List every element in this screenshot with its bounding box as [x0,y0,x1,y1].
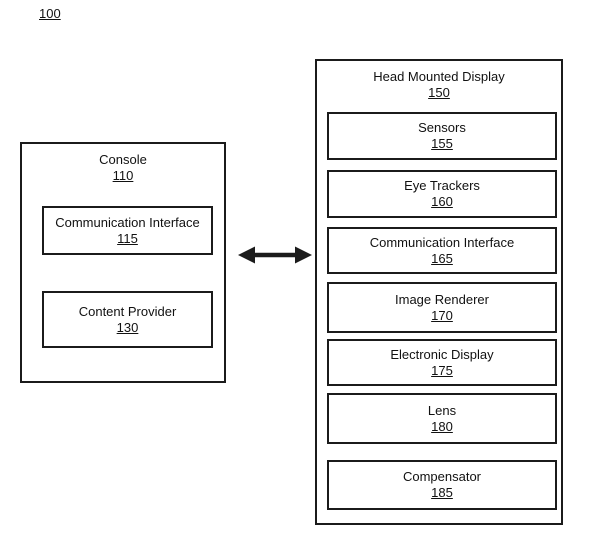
head-mounted-display-header: Head Mounted Display 150 [317,61,561,101]
console-ref: 110 [112,168,134,183]
head-mounted-display-ref: 150 [428,85,450,100]
head-mounted-display-title: Head Mounted Display [373,69,505,84]
eye-trackers-box: Eye Trackers 160 [327,170,557,218]
head-mounted-display-box: Head Mounted Display 150 Sensors 155 Eye… [315,59,563,525]
compensator-title: Compensator [402,469,482,484]
sensors-ref: 155 [431,136,453,151]
console-title: Console [99,152,147,167]
content-provider-130-title: Content Provider [78,303,177,319]
console-box: Console 110 Communication Interface 115 … [20,142,226,383]
communication-interface-165-box: Communication Interface 165 [327,227,557,274]
compensator-box: Compensator 185 [327,460,557,510]
content-provider-130-ref: 130 [116,319,139,335]
eye-trackers-ref: 160 [431,194,453,209]
eye-trackers-title: Eye Trackers [404,178,480,193]
sensors-title: Sensors [418,120,466,135]
lens-title: Lens [427,402,457,418]
electronic-display-box: Electronic Display 175 [327,339,557,386]
console-header: Console 110 [22,144,224,184]
figure-label: 100 [39,6,61,21]
electronic-display-title: Electronic Display [390,346,494,362]
compensator-ref: 185 [431,485,453,500]
communication-interface-165-title: Communication Interface [369,234,515,250]
image-renderer-ref: 170 [431,307,453,323]
sensors-box: Sensors 155 [327,112,557,160]
image-renderer-title: Image Renderer [395,291,489,307]
arrow-head-left [238,246,255,264]
lens-ref: 180 [431,418,453,434]
communication-interface-115-title: Communication Interface [55,214,200,230]
arrow-head-right [295,246,312,264]
communication-interface-115-box: Communication Interface 115 [42,206,213,255]
communication-interface-115-ref: 115 [117,230,138,246]
communication-interface-165-ref: 165 [431,250,453,266]
content-provider-130-box: Content Provider 130 [42,291,213,348]
lens-box: Lens 180 [327,393,557,444]
bidirectional-arrow [238,246,312,264]
image-renderer-box: Image Renderer 170 [327,282,557,333]
electronic-display-ref: 175 [431,362,453,378]
